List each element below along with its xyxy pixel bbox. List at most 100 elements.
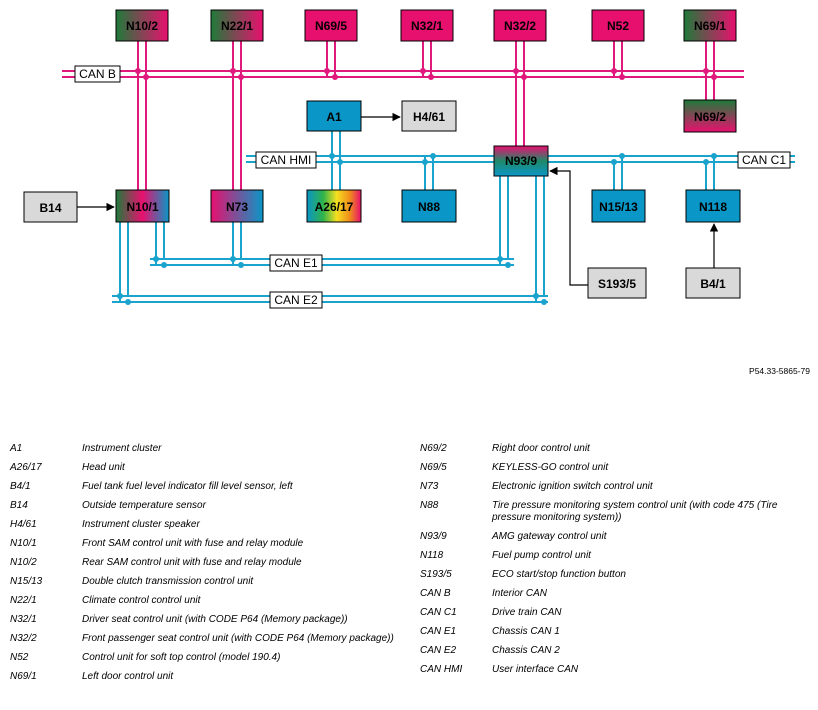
svg-text:N10/1: N10/1	[126, 200, 158, 214]
unit-n88: N88	[401, 189, 457, 223]
bus-labels: CAN B CAN HMI CAN C1 CAN E1 CAN E2	[74, 65, 791, 309]
svg-text:N15/13: N15/13	[599, 200, 638, 214]
legend-description: Climate control control unit	[82, 595, 201, 606]
legend-code: N93/9	[420, 531, 447, 542]
unit-n10-2: N10/2	[115, 9, 169, 42]
legend-code: N69/1	[10, 671, 37, 682]
legend-code: B14	[10, 500, 28, 511]
unit-b14: B14	[23, 191, 78, 223]
unit-n10-1: N10/1	[115, 189, 170, 223]
unit-a26-17: A26/17	[306, 189, 362, 223]
legend-description: Tire pressure monitoring system control …	[492, 500, 778, 523]
legend-code: CAN E1	[420, 626, 457, 637]
legend-code: CAN E2	[420, 645, 457, 656]
legend-description: Right door control unit	[492, 443, 590, 454]
svg-text:N93/9: N93/9	[505, 154, 537, 168]
legend-description: ECO start/stop function button	[492, 569, 626, 580]
legend-description: Rear SAM control unit with fuse and rela…	[82, 557, 302, 568]
unit-n52: N52	[591, 9, 645, 42]
legend-row: N69/1 Left door control unit	[10, 671, 410, 683]
legend-row: N69/5 KEYLESS-GO control unit	[420, 462, 818, 474]
legend-description: Front SAM control unit with fuse and rel…	[82, 538, 304, 549]
unit-n32-2: N32/2	[493, 9, 547, 42]
unit-a1: A1	[306, 100, 362, 132]
legend-code: H4/61	[10, 519, 37, 530]
unit-n69-1: N69/1	[683, 9, 737, 42]
legend-code: N15/13	[10, 576, 43, 587]
legend-description: Left door control unit	[82, 671, 174, 682]
can-b-bus	[62, 40, 744, 190]
legend-code: A26/17	[10, 462, 42, 473]
legend-code: S193/5	[420, 569, 452, 580]
legend-code: N69/5	[420, 462, 447, 473]
network-diagram: CAN B CAN HMI CAN C1 CAN E1 CAN E2 N10/2…	[23, 9, 795, 309]
legend-code: N10/1	[10, 538, 37, 549]
signal-lines	[77, 112, 719, 286]
legend-code: N22/1	[10, 595, 37, 606]
svg-text:N88: N88	[418, 200, 440, 214]
legend-row: A26/17 Head unit	[10, 462, 410, 474]
unit-n73: N73	[210, 189, 264, 223]
can-hmi-label: CAN HMI	[261, 153, 312, 167]
legend-description: Interior CAN	[492, 588, 548, 599]
can-b-junctions	[135, 68, 717, 80]
can-b-label: CAN B	[79, 67, 116, 81]
svg-text:B4/1: B4/1	[700, 277, 726, 291]
svg-text:N69/5: N69/5	[315, 19, 347, 33]
legend-description: Control unit for soft top control (model…	[82, 652, 281, 663]
legend-code: N10/2	[10, 557, 37, 568]
legend-description: Head unit	[82, 462, 125, 473]
legend-row: CAN E1 Chassis CAN 1	[420, 626, 818, 638]
legend-description: Drive train CAN	[492, 607, 562, 618]
legend-description: Front passenger seat control unit (with …	[82, 633, 394, 644]
unit-n118: N118	[685, 189, 741, 223]
legend-row: CAN B Interior CAN	[420, 588, 818, 600]
legend-row: N15/13 Double clutch transmission control…	[10, 576, 410, 588]
unit-n93-9: N93/9	[493, 145, 549, 177]
unit-b4-1: B4/1	[685, 267, 741, 299]
unit-n32-1: N32/1	[400, 9, 454, 42]
can-e2-label: CAN E2	[274, 293, 318, 307]
legend-description: Double clutch transmission control unit	[82, 576, 254, 587]
can-e-junctions	[117, 256, 547, 305]
can-e-buses	[112, 176, 548, 303]
svg-text:A26/17: A26/17	[315, 200, 354, 214]
legend-code: CAN B	[420, 588, 451, 599]
legend-code: N118	[420, 550, 444, 561]
legend-code: N32/1	[10, 614, 37, 625]
legend-row: CAN E2 Chassis CAN 2	[420, 645, 818, 657]
svg-text:N52: N52	[607, 19, 629, 33]
legend-description: Electronic ignition switch control unit	[492, 481, 653, 492]
svg-text:S193/5: S193/5	[598, 277, 636, 291]
svg-text:N32/2: N32/2	[504, 19, 536, 33]
legend-code: A1	[10, 443, 23, 454]
legend-code: N88	[420, 500, 439, 511]
svg-text:N118: N118	[699, 200, 727, 214]
legend-description: Chassis CAN 1	[492, 626, 560, 637]
unit-h4-61: H4/61	[401, 100, 457, 132]
legend-code: B4/1	[10, 481, 31, 492]
svg-text:N69/1: N69/1	[694, 19, 726, 33]
svg-text:N10/2: N10/2	[126, 19, 158, 33]
svg-text:B14: B14	[39, 201, 61, 215]
legend-description: AMG gateway control unit	[492, 531, 607, 542]
unit-n69-5: N69/5	[304, 9, 358, 42]
figure-reference: P54.33-5865-79	[749, 366, 810, 376]
legend-description: Chassis CAN 2	[492, 645, 560, 656]
legend-description: KEYLESS-GO control unit	[492, 462, 609, 473]
svg-text:N32/1: N32/1	[411, 19, 443, 33]
can-hmi-c1-junctions	[329, 153, 717, 165]
svg-text:N73: N73	[226, 200, 248, 214]
legend-row: N10/2 Rear SAM control unit with fuse and…	[10, 557, 410, 569]
